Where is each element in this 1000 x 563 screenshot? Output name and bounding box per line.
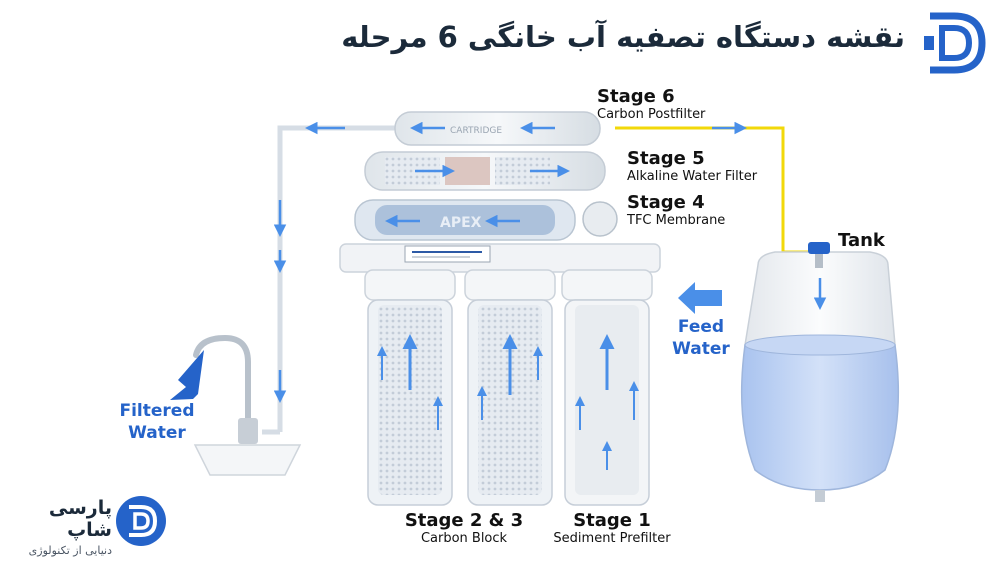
- stage1-title: Stage 1: [551, 510, 673, 531]
- stage6-label: Stage 6 Carbon Postfilter: [597, 86, 705, 122]
- stage4-membrane-text: APEX: [440, 215, 482, 231]
- stage23-housing-right: [465, 270, 555, 505]
- stage6-cartridge-text: CARTRIDGE: [450, 126, 502, 136]
- stage1-housing: [562, 270, 652, 505]
- stage1-label: Stage 1 Sediment Prefilter: [551, 510, 673, 546]
- brand-logo-small-icon: [115, 495, 167, 547]
- tank-label: Tank: [838, 230, 885, 251]
- filtered-water-label: Filtered Water: [112, 400, 202, 444]
- tank: [742, 242, 899, 502]
- stage5-cartridge: [365, 152, 605, 190]
- stage6-title: Stage 6: [597, 86, 705, 107]
- stage23-subtitle: Carbon Block: [400, 531, 528, 546]
- brand-tagline: دنیایی از تکنولوژی: [12, 544, 112, 557]
- stage6-subtitle: Carbon Postfilter: [597, 107, 705, 122]
- filter-bracket: [340, 244, 660, 272]
- brand-logo-icon: [920, 8, 990, 78]
- filtered-water-line1: Filtered: [112, 400, 202, 422]
- stage5-title: Stage 5: [627, 148, 757, 169]
- feed-water-label: Feed Water: [666, 316, 736, 360]
- stage6-cartridge: CARTRIDGE: [395, 112, 600, 145]
- stage23-label: Stage 2 & 3 Carbon Block: [400, 510, 528, 546]
- tank-line: [615, 128, 808, 252]
- stage23-housing-left: [365, 270, 455, 505]
- feed-water-line1: Feed: [666, 316, 736, 338]
- feed-water-arrow: [678, 282, 722, 314]
- page-title: نقشه دستگاه تصفیه آب خانگی 6 مرحله: [341, 20, 905, 54]
- stage4-label: Stage 4 TFC Membrane: [627, 192, 725, 228]
- brand-block: پارسی شاپ دنیایی از تکنولوژی: [12, 497, 112, 557]
- stage1-subtitle: Sediment Prefilter: [551, 531, 673, 546]
- stage4-title: Stage 4: [627, 192, 725, 213]
- feed-water-line2: Water: [666, 338, 736, 360]
- brand-name: پارسی شاپ: [12, 497, 112, 541]
- stage5-subtitle: Alkaline Water Filter: [627, 169, 757, 184]
- stage4-subtitle: TFC Membrane: [627, 213, 725, 228]
- stage4-membrane: APEX: [355, 200, 617, 240]
- stage23-title: Stage 2 & 3: [400, 510, 528, 531]
- filtered-water-line2: Water: [112, 422, 202, 444]
- stage5-label: Stage 5 Alkaline Water Filter: [627, 148, 757, 184]
